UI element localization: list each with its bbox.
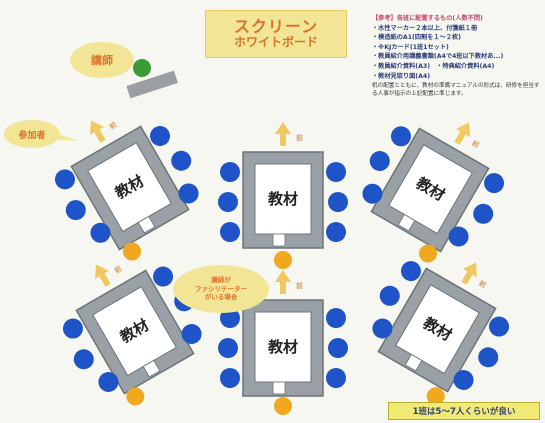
participant-seat <box>372 318 393 339</box>
table-group: 前教材 <box>218 270 348 415</box>
front-arrow-icon <box>275 270 291 294</box>
participant-seat <box>400 261 421 282</box>
participant-seat <box>218 192 238 212</box>
participant-seat <box>484 173 505 194</box>
reference-notes: 【参考】各班に配置するもの(人数不問) ・水性マーカー２本以上、付箋紙１冊 ・模… <box>372 14 544 99</box>
material-sheet <box>254 311 312 383</box>
participant-label: 参加者 <box>4 120 60 148</box>
notes-subtext: 机の配置とともに、教材の準備マニュアルの形式は、研修を担当する人事が指示の上記配… <box>372 83 540 98</box>
participant-seat <box>220 308 240 328</box>
table-tab <box>404 353 423 372</box>
front-label: 前 <box>470 138 481 149</box>
screen-whiteboard-label: スクリーン ホワイトボード <box>205 10 347 58</box>
participant-seat <box>62 318 83 339</box>
facilitator-label-line2: ファシリテーター <box>195 284 247 293</box>
table-label: 教材 <box>267 190 298 208</box>
notes-item: ・教材見取り図(A4) <box>372 72 431 80</box>
notes-item: ・水性マーカー２本以上、付箋紙１冊 <box>372 24 478 32</box>
table-tab <box>272 381 286 395</box>
front-arrow-icon <box>275 122 291 146</box>
participant-seat <box>326 308 346 328</box>
participant-seat <box>220 222 240 242</box>
table-group: 前教材 <box>362 122 505 263</box>
table-label: 教材 <box>267 338 298 356</box>
facilitator-seat <box>274 251 292 269</box>
participant-seat <box>473 203 494 224</box>
group-size-note: 1班は5〜7人くらいが良い <box>388 402 540 420</box>
participant-seat <box>326 162 346 182</box>
participant-seat <box>153 266 174 287</box>
facilitator-seat <box>418 244 437 263</box>
participant-seat <box>369 151 390 171</box>
lecturer-label: 講師 <box>70 42 134 78</box>
participant-seat <box>328 338 348 358</box>
front-label: 前 <box>296 133 303 142</box>
participant-seat <box>328 192 348 212</box>
participant-seat <box>171 150 192 171</box>
participant-seat <box>178 183 199 204</box>
participant-seat <box>453 369 474 390</box>
participant-seat <box>90 222 111 243</box>
screen-label-line1: スクリーン <box>233 16 319 36</box>
table-group: 前教材 <box>372 261 510 406</box>
participant-seat <box>448 226 469 247</box>
participant-seat <box>150 126 171 147</box>
table-group: 前教材 <box>218 122 348 269</box>
participant-seat <box>362 183 383 204</box>
front-arrow-icon <box>461 262 477 285</box>
participant-seat <box>326 368 346 388</box>
participant-seat <box>489 316 510 337</box>
facilitator-label-line1: 講師が <box>211 276 231 285</box>
participant-seat <box>478 347 499 368</box>
table-tab <box>137 215 156 234</box>
participant-seat <box>379 285 400 306</box>
lecturer-desk <box>126 70 178 99</box>
front-arrow-icon <box>95 264 111 287</box>
participant-seat <box>390 126 411 147</box>
notes-item: ・教員紹介用講義書類(A4で4班以下教材あ...) <box>372 53 504 61</box>
front-label: 前 <box>108 120 119 131</box>
participant-seat <box>98 371 119 392</box>
notes-item: ・教員紹介資料(A3) ・特典紹介資料(A4) <box>372 63 495 71</box>
participant-seat <box>220 162 240 182</box>
facilitator-seat <box>274 397 292 415</box>
notes-item: ・模造紙のA1(四割を１〜２枚) <box>372 34 461 42</box>
participant-seat <box>181 323 202 344</box>
facilitator-seat <box>123 242 142 261</box>
participant-seat <box>218 338 238 358</box>
participant-seat <box>326 222 346 242</box>
table-tab <box>272 233 286 247</box>
participant-seat <box>73 349 94 370</box>
table-tab <box>142 359 161 378</box>
table-group: 前教材 <box>62 264 202 406</box>
facilitator-label-line3: がいる場合 <box>204 293 238 302</box>
screen-label-line2: ホワイトボード <box>233 35 318 50</box>
facilitator-seat <box>126 387 145 406</box>
notes-title: 【参考】各班に配置するもの(人数不問) <box>372 15 483 22</box>
table-tab <box>397 213 416 232</box>
front-arrow-icon <box>90 120 106 143</box>
notes-item: ・※KJカード(1班1セット) <box>372 43 449 51</box>
front-label: 前 <box>296 281 303 290</box>
front-label: 前 <box>477 278 488 289</box>
front-arrow-icon <box>454 122 470 145</box>
facilitator-seat <box>426 387 445 406</box>
lecturer-icon <box>133 59 151 77</box>
table-group: 前教材 <box>54 120 199 261</box>
facilitator-label: 講師が ファシリテーター がいる場合 <box>173 265 269 313</box>
participant-pointer <box>58 134 78 141</box>
participant-seat <box>65 200 86 221</box>
participant-seat <box>220 368 240 388</box>
front-label: 前 <box>113 264 124 275</box>
participant-seat <box>54 169 75 190</box>
